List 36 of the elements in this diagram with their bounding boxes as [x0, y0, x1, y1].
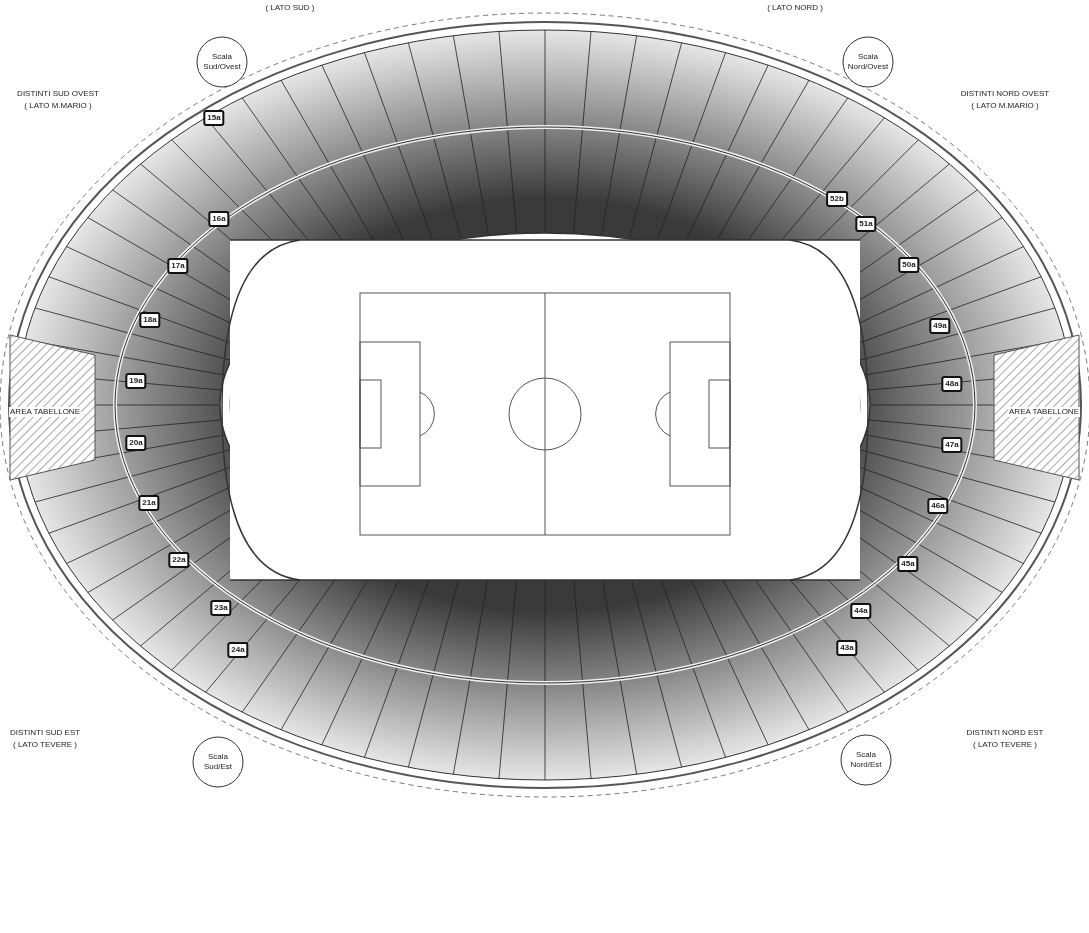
sector-number: 19a [125, 373, 147, 389]
sector-number: 15a [203, 110, 225, 126]
sector-number: 44a [850, 603, 872, 619]
sector-number: 20a [125, 435, 147, 451]
sector-number: 47a [941, 437, 963, 453]
stand-name: DISTINTI SUD OVEST [17, 90, 99, 98]
stand-name: DISTINTI SUD EST [9, 729, 81, 737]
stair-label: Scala Sud/Ovest [199, 52, 245, 72]
sector-number: 48a [941, 376, 963, 392]
stand-side: ( LATO M.MARIO ) [24, 102, 92, 110]
stair-label: Scala Sud/Est [195, 752, 241, 772]
sector-number: 21a [138, 495, 160, 511]
stand-side: ( LATO TEVERE ) [13, 741, 77, 749]
stand-name: DISTINTI NORD EST [966, 729, 1044, 737]
stand-name: DISTINTI NORD OVEST [960, 90, 1050, 98]
sector-number: 49a [929, 318, 951, 334]
area-label: AREA TABELLONE [9, 407, 81, 417]
sector-number: 50a [898, 257, 920, 273]
sector-number: 22a [168, 552, 190, 568]
sector-number: 51a [855, 216, 877, 232]
sector-number: 46a [927, 498, 949, 514]
sector-number: 23a [210, 600, 232, 616]
sector-number: 24a [227, 642, 249, 658]
sector-number: 43a [836, 640, 858, 656]
area-label: AREA TABELLONE [1008, 407, 1080, 417]
stair-label: Scala Nord/Est [843, 750, 889, 770]
stair-label: Scala Nord/Ovest [845, 52, 891, 72]
stand-side: ( LATO NORD ) [767, 4, 823, 12]
sector-number: 45a [897, 556, 919, 572]
sector-number: 16a [208, 211, 230, 227]
sector-number: 18a [139, 312, 161, 328]
sector-number: 17a [167, 258, 189, 274]
sector-number: 52b [826, 191, 848, 207]
stand-side: ( LATO SUD ) [265, 4, 315, 12]
stand-side: ( LATO M.MARIO ) [971, 102, 1039, 110]
stand-side: ( LATO TEVERE ) [973, 741, 1037, 749]
